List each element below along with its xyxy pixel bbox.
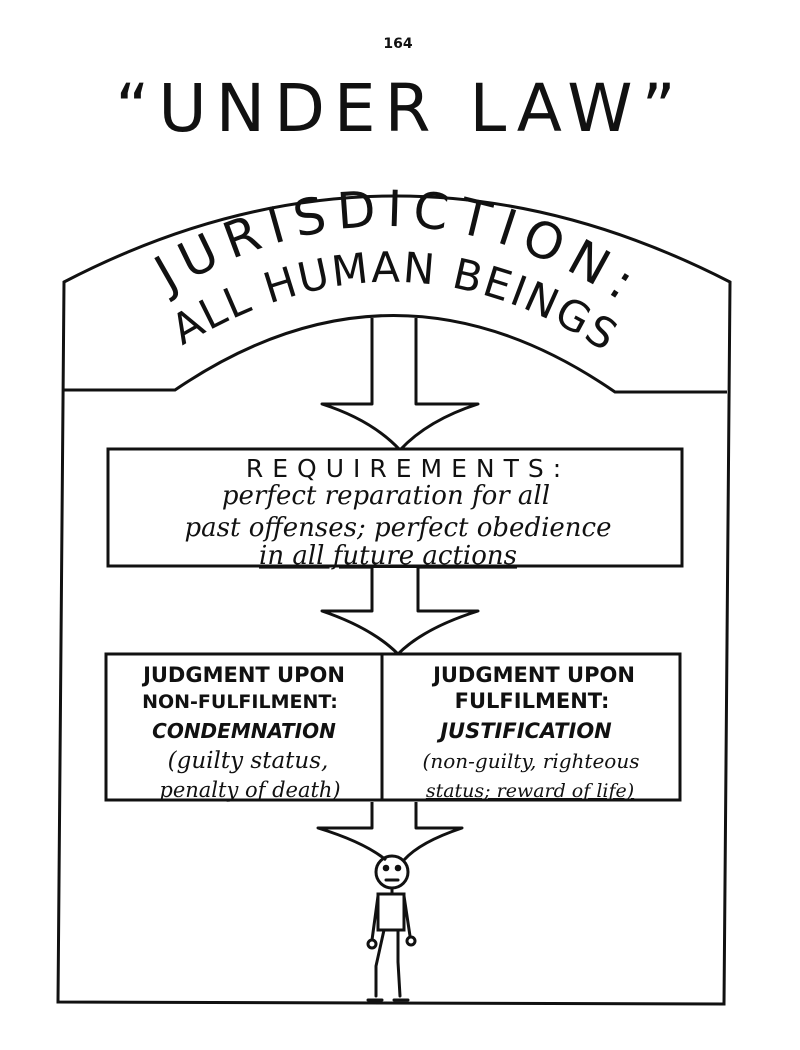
page-title: “UNDER LAW” — [115, 70, 685, 147]
judgment-right-line-3: JUSTIFICATION — [436, 719, 612, 743]
judgment-right-italic-2: status; reward of life) — [426, 780, 634, 802]
judgment-right-italic-1: (non-guilty, righteous — [423, 749, 640, 773]
requirements-line-1: perfect reparation for all — [222, 481, 550, 511]
tablet-outline — [56, 194, 732, 1006]
arrow-down-icon — [320, 568, 480, 656]
stick-figure-person-icon — [366, 854, 417, 1002]
page-number: 164 — [383, 36, 412, 52]
judgment-right-box — [380, 652, 682, 802]
judgment-left-box — [104, 652, 384, 802]
arrow-down-icon — [320, 318, 480, 452]
requirements-heading: REQUIREMENTS: — [246, 454, 570, 483]
arch-band — [64, 314, 727, 394]
requirements-box — [106, 447, 684, 568]
requirements-line-3: in all future actions — [259, 541, 517, 571]
arrow-down-icon — [316, 802, 464, 862]
judgment-left-italic-2: penalty of death) — [159, 778, 340, 802]
judgment-right-line-1: JUDGMENT UPON — [431, 663, 635, 687]
judgment-left-line-3: CONDEMNATION — [152, 719, 336, 743]
requirements-line-2: past offenses; perfect obedience — [185, 513, 612, 543]
judgment-left-line-1: JUDGMENT UPON — [141, 663, 345, 687]
judgment-left-line-2: NON-FULFILMENT: — [142, 691, 338, 713]
judgment-left-italic-1: (guilty status, — [168, 748, 329, 774]
judgment-right-line-2: FULFILMENT: — [455, 689, 610, 713]
